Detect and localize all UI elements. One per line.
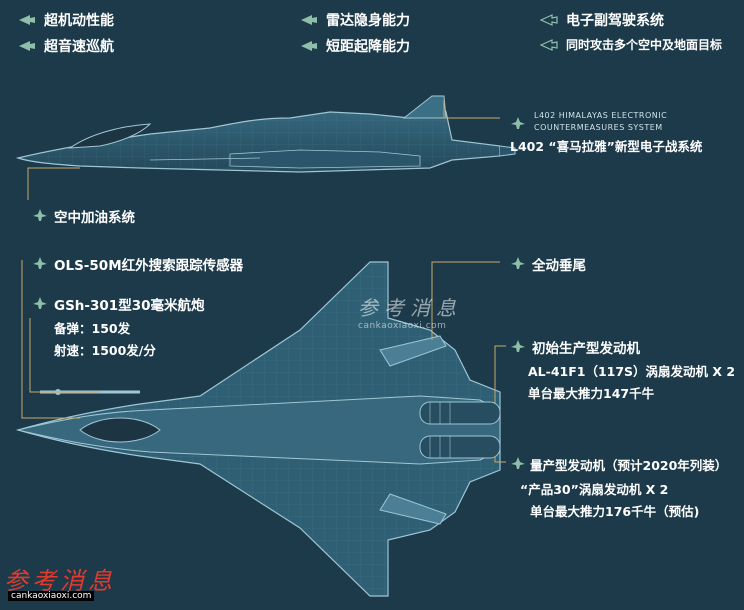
- top-canopy: [79, 417, 161, 443]
- l402-english-line2: COUNTERMEASURES SYSTEM: [534, 123, 663, 132]
- feature-item: 同时攻击多个空中及地面目标: [540, 36, 722, 53]
- jet-icon: [511, 457, 525, 469]
- feature-item: 超机动性能: [18, 10, 114, 30]
- feature-item: 电子副驾驶系统: [540, 10, 664, 30]
- feature-item: 超音速巡航: [18, 36, 114, 56]
- jet-icon: [511, 117, 525, 129]
- feature-label: 同时攻击多个空中及地面目标: [566, 38, 723, 52]
- watermark-en: cankaoxiaoxi.com: [358, 321, 447, 331]
- ols-label: OLS-50M红外搜索跟踪传感器: [54, 258, 244, 274]
- refuel-label: 空中加油系统: [54, 210, 135, 226]
- jet-icon: [301, 41, 317, 51]
- watermark-logo-cn: 参考消息: [4, 567, 116, 595]
- top-view-aircraft: [15, 261, 501, 597]
- jet-icon: [19, 41, 35, 51]
- jet-icon: [33, 297, 47, 309]
- engine-nozzle-upper: [419, 401, 501, 425]
- callout-lines: [21, 100, 506, 463]
- engine1-title: 初始生产型发动机: [532, 341, 640, 357]
- engine-nozzle-lower: [419, 435, 501, 459]
- jet-icon: [301, 15, 317, 25]
- top-tail-lower: [379, 493, 447, 525]
- top-fuselage: [17, 395, 501, 465]
- feature-label: 短距起降能力: [326, 39, 410, 55]
- feature-label: 超机动性能: [44, 13, 114, 29]
- jet-outline-icon: [540, 38, 558, 51]
- top-tail-upper: [379, 335, 447, 367]
- l402-english-line1: L402 HIMALAYAS ELECTRONIC: [534, 111, 668, 120]
- side-tail-fin: [402, 95, 447, 119]
- gun-label: GSh-301型30毫米航炮: [54, 298, 205, 314]
- side-view-aircraft: [15, 95, 516, 173]
- engine2-model: “产品30”涡扇发动机 X 2: [520, 482, 669, 497]
- jet-icon: [33, 209, 47, 221]
- jet-icon: [511, 340, 525, 352]
- jet-icon: [19, 15, 35, 25]
- engine1-thrust: 单台最大推力147千牛: [528, 386, 655, 401]
- tail-label: 全动垂尾: [532, 258, 586, 274]
- watermark-logo-en: cankaoxiaoxi.com: [8, 591, 95, 601]
- jet-icon: [511, 257, 525, 269]
- feature-label: 电子副驾驶系统: [566, 13, 664, 29]
- engine2-thrust: 单台最大推力176千牛（预估): [530, 504, 700, 519]
- side-canopy: [68, 123, 152, 149]
- jet-outline-icon: [540, 14, 558, 26]
- gun-rate: 射速：1500发/分: [54, 343, 156, 358]
- watermark-logo: 参考消息 cankaoxiaoxi.com: [0, 561, 128, 601]
- feature-label: 雷达隐身能力: [326, 13, 410, 29]
- watermark-cn: 参考消息: [358, 296, 462, 320]
- feature-label: 超音速巡航: [44, 39, 114, 55]
- gun-ammo: 备弹：150发: [54, 321, 131, 336]
- feature-item: 短距起降能力: [300, 36, 410, 56]
- jet-icon: [33, 257, 47, 269]
- l402-chinese-label: L402 “喜马拉雅”新型电子战系统: [510, 139, 703, 154]
- feature-item: 雷达隐身能力: [300, 10, 410, 30]
- watermark-center: 参考消息 cankaoxiaoxi.com: [358, 292, 462, 331]
- engine2-title: 量产型发动机（预计2020年列装）: [530, 458, 728, 473]
- engine1-model: AL-41F1（117S）涡扇发动机 X 2: [528, 364, 736, 379]
